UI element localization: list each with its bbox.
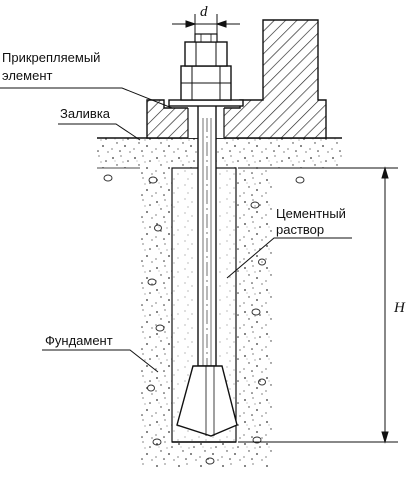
label-mortar-line1: Цементный bbox=[276, 206, 346, 221]
attached-element bbox=[146, 19, 327, 139]
dimension-d-label: d bbox=[200, 4, 208, 20]
leader-mortar bbox=[226, 237, 352, 279]
dimension-H-label: H bbox=[393, 300, 406, 316]
leader-foundation bbox=[42, 349, 159, 373]
label-attached-element-line1: Прикрепляемый bbox=[2, 50, 100, 65]
leader-fill bbox=[58, 123, 141, 141]
label-fill: Заливка bbox=[60, 106, 111, 121]
dimension-H bbox=[238, 166, 398, 444]
dimension-d bbox=[172, 14, 240, 36]
label-attached-element-line2: элемент bbox=[2, 68, 53, 83]
label-mortar-line2: раствор bbox=[276, 222, 324, 237]
leader-attached-element bbox=[0, 87, 173, 109]
label-foundation: Фундамент bbox=[45, 333, 113, 348]
anchor-bolt bbox=[168, 33, 244, 437]
